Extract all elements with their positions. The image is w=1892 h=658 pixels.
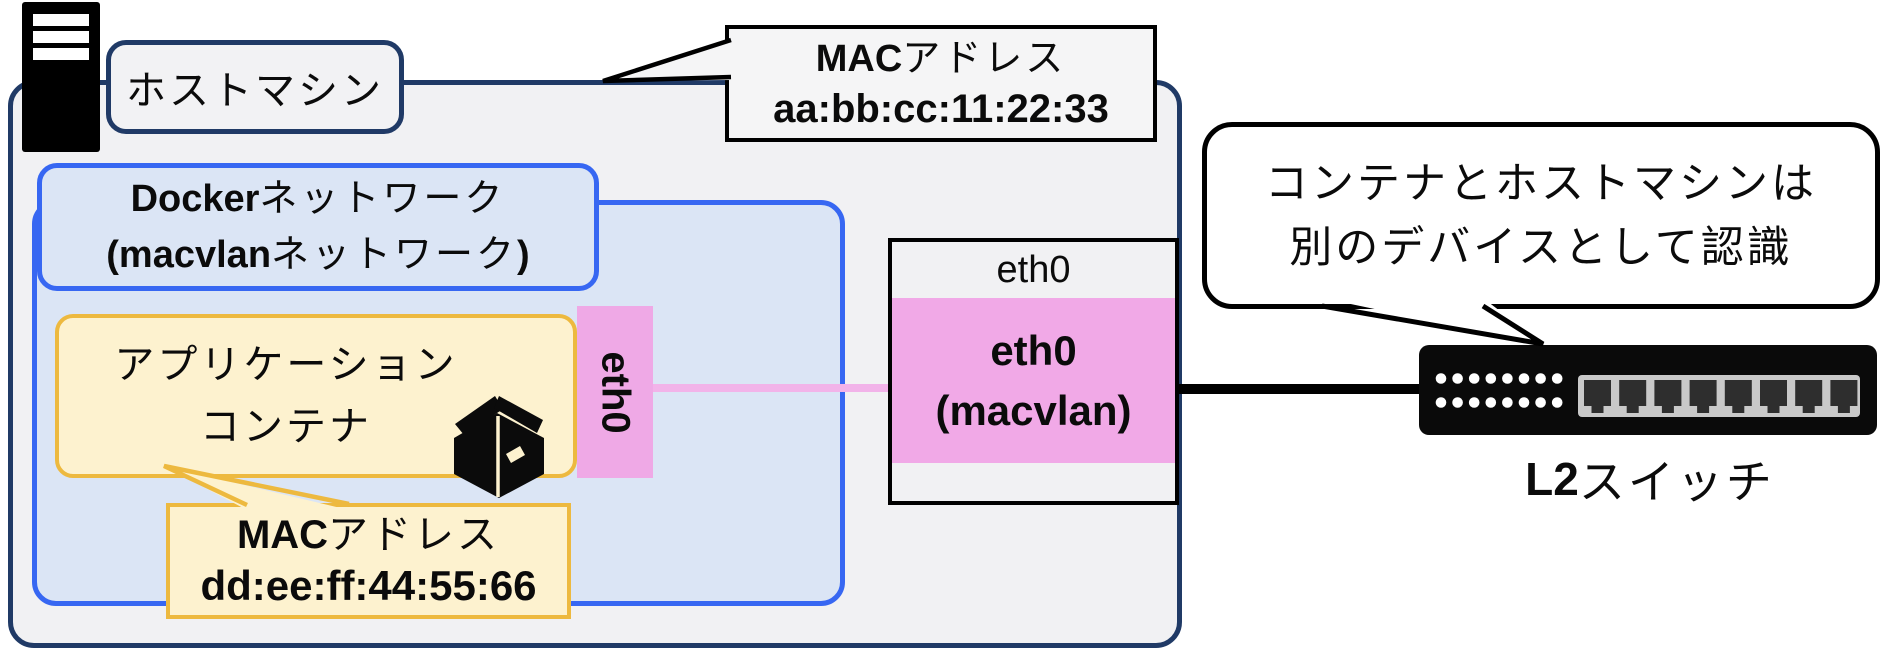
speech-bubble-line2: 別のデバイスとして認識	[1289, 223, 1793, 272]
host-mac-callout: MACアドレス aa:bb:cc:11:22:33	[725, 25, 1157, 142]
server-icon-bar	[33, 31, 89, 43]
server-icon-bar	[33, 48, 89, 60]
speech-bubble-line1: コンテナとホストマシンは	[1265, 159, 1817, 208]
container-to-nic-link	[651, 384, 891, 392]
application-container-label-line2: コンテナ	[200, 405, 372, 449]
host-mac-address: aa:bb:cc:11:22:33	[773, 86, 1109, 131]
switch-port-strip	[1578, 375, 1860, 417]
switch-led-dots	[1435, 373, 1563, 408]
container-eth0-interface: eth0	[577, 306, 653, 478]
server-icon-bar	[33, 14, 89, 26]
host-nic-box: eth0 eth0 (macvlan)	[888, 238, 1179, 505]
container-eth0-label: eth0	[593, 350, 638, 434]
docker-network-label: Dockerネットワーク (macvlanネットワーク)	[37, 163, 599, 291]
container-mac-address: dd:ee:ff:44:55:66	[200, 562, 537, 609]
docker-network-label-line1: Dockerネットワーク	[130, 178, 506, 220]
host-machine-label: ホストマシン	[106, 40, 404, 134]
host-mac-callout-tail	[602, 37, 733, 84]
container-mac-callout-title: MACアドレス	[236, 513, 501, 557]
host-nic-mode: (macvlan)	[935, 386, 1132, 434]
host-nic-header: eth0	[996, 248, 1071, 291]
host-nic-macvlan-band: eth0 (macvlan)	[892, 298, 1175, 463]
nic-to-switch-link	[1177, 384, 1421, 394]
host-mac-callout-title: MACアドレス	[815, 37, 1067, 80]
switch-chassis	[1419, 345, 1877, 435]
application-container-label-line1: アプリケーション	[114, 343, 458, 387]
recognition-speech-bubble: コンテナとホストマシンは 別のデバイスとして認識	[1202, 122, 1880, 309]
application-container-box: アプリケーション コンテナ	[55, 314, 577, 478]
server-icon	[22, 2, 100, 152]
container-mac-callout: MACアドレス dd:ee:ff:44:55:66	[166, 503, 571, 619]
docker-network-label-line2: (macvlanネットワーク)	[106, 234, 530, 276]
switch-ports	[1584, 380, 1858, 413]
host-nic-name: eth0	[990, 326, 1077, 374]
l2-switch-icon	[1419, 345, 1877, 435]
